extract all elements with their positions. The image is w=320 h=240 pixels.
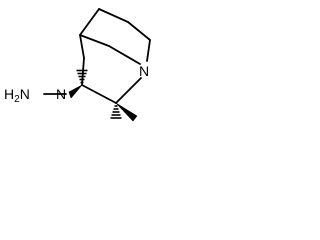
bond-c-left-mid-to-c3 [81, 57, 85, 86]
wedge-bond-c2-to-h [115, 102, 138, 122]
hydrazine-h-label: H [4, 86, 14, 102]
hydrazine-subscript-label: 2 [14, 94, 20, 105]
bond-c-top-to-c-upper-left [79, 8, 100, 36]
bond-c-upper-left-to-c-center [79, 34, 110, 47]
molecule-structure: N H2N N [4, 8, 151, 122]
wedge-bond-c3-to-nh [68, 84, 83, 99]
cage-bonds [79, 8, 151, 104]
hash-bond-c3-up [76, 69, 88, 84]
hydrazine-label: H2N [4, 86, 30, 105]
bond-c-center-to-n [108, 45, 141, 65]
bond-c2-to-n [115, 77, 142, 104]
hydrazine-nh-label: N [56, 86, 66, 102]
hash-bond-c2-to-methyl [110, 105, 122, 119]
bond-c3-to-c2 [81, 84, 117, 104]
ring-nitrogen-label: N [139, 63, 149, 79]
bond-c-upper-left-to-c-left-mid [79, 34, 85, 59]
hydrazine-n-label: N [20, 86, 30, 102]
stereo-bonds [68, 69, 138, 122]
bond-c-upper-right-to-c-right [127, 21, 151, 41]
bond-c-top-to-c-upper-right [98, 8, 129, 23]
bond-c-right-to-n [146, 39, 151, 62]
